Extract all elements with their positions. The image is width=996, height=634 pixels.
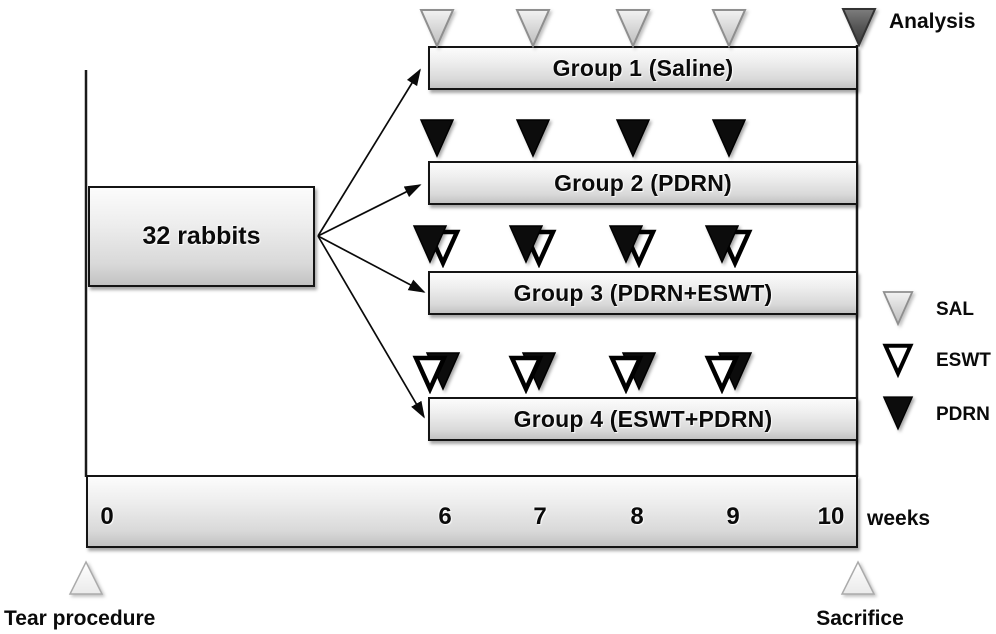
tear-procedure-icon	[68, 560, 104, 596]
arrow-to-group4	[317, 235, 425, 419]
group1-box: Group 1 (Saline)	[428, 46, 858, 90]
tick-week-7: 7	[533, 503, 547, 530]
eswt-marker-icon	[608, 354, 644, 394]
sal-marker-icon	[515, 8, 551, 48]
analysis-marker-icon	[840, 7, 878, 47]
pdrn-marker-icon	[508, 224, 544, 264]
pdrn-marker-icon	[608, 224, 644, 264]
legend-pdrn-icon	[882, 393, 914, 433]
legend-sal-label: SAL	[936, 299, 974, 320]
arrow-to-group2	[317, 184, 422, 237]
legend-eswt-icon	[882, 340, 914, 380]
group3-box: Group 3 (PDRN+ESWT)	[428, 271, 858, 315]
legend-pdrn-label: PDRN	[936, 404, 990, 425]
tick-week-8: 8	[630, 503, 644, 530]
pdrn-marker-icon	[711, 118, 747, 158]
group1-label: Group 1 (Saline)	[552, 54, 734, 81]
legend-sal-icon	[882, 288, 914, 328]
timeline-bar	[86, 475, 858, 548]
group2-label: Group 2 (PDRN)	[554, 169, 732, 196]
eswt-marker-icon	[704, 354, 740, 394]
pdrn-marker-icon	[615, 118, 651, 158]
sal-marker-icon	[419, 8, 455, 48]
pdrn-marker-icon	[412, 224, 448, 264]
group4-box: Group 4 (ESWT+PDRN)	[428, 397, 858, 441]
tick-week-0: 0	[100, 503, 114, 530]
arrow-to-group1	[317, 68, 421, 237]
pdrn-marker-icon	[515, 118, 551, 158]
tick-week-10: 10	[817, 503, 845, 530]
group2-box: Group 2 (PDRN)	[428, 161, 858, 205]
group3-label: Group 3 (PDRN+ESWT)	[513, 279, 773, 306]
source-box: 32 rabbits	[88, 186, 315, 287]
analysis-label: Analysis	[889, 10, 976, 33]
tick-week-6: 6	[438, 503, 452, 530]
sacrifice-icon	[840, 560, 876, 596]
pdrn-marker-icon	[419, 118, 455, 158]
tear-procedure-label: Tear procedure	[4, 607, 156, 630]
sal-marker-icon	[711, 8, 747, 48]
group4-label: Group 4 (ESWT+PDRN)	[513, 405, 773, 432]
weeks-unit-label: weeks	[867, 507, 931, 530]
arrow-to-group3	[317, 235, 426, 293]
eswt-marker-icon	[508, 354, 544, 394]
source-box-label: 32 rabbits	[142, 222, 261, 250]
legend-eswt-label: ESWT	[936, 350, 991, 371]
eswt-marker-icon	[412, 354, 448, 394]
pdrn-marker-icon	[704, 224, 740, 264]
sal-marker-icon	[615, 8, 651, 48]
sacrifice-label: Sacrifice	[816, 607, 904, 630]
tick-week-9: 9	[726, 503, 740, 530]
